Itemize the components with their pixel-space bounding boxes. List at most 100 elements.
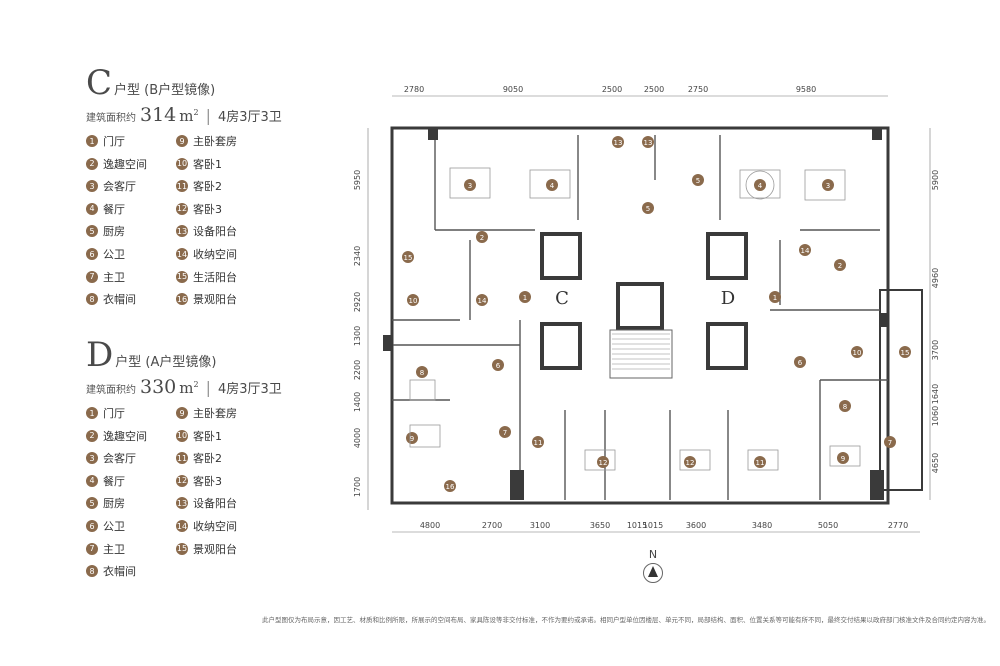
room-marker: [546, 179, 558, 191]
room-marker-number: 10: [853, 349, 862, 357]
column: [383, 335, 393, 351]
room-label: 会客厅: [103, 452, 136, 466]
room-number-badge: 7: [86, 270, 98, 283]
divider: |: [205, 106, 211, 125]
room-marker: [642, 202, 654, 214]
room-label: 门厅: [103, 407, 125, 420]
room-marker-number: 9: [410, 435, 414, 443]
dimension-label: 1700: [353, 477, 362, 497]
room-number-badge: 6: [86, 520, 98, 532]
room-label: 设备阳台: [193, 497, 237, 511]
room-label: 逸趣空间: [103, 429, 147, 443]
room-label: 设备阳台: [193, 225, 237, 239]
room-marker-number: 7: [888, 439, 892, 447]
furniture-outline: [449, 167, 491, 199]
room-label: 客卧2: [193, 180, 222, 194]
room-marker-number: 5: [696, 177, 700, 185]
dimension-label: 1400: [353, 392, 362, 412]
elevator-shaft: [540, 232, 582, 280]
room-marker: [492, 359, 504, 371]
room-number-badge: 9: [176, 407, 188, 419]
room-number-badge: 6: [86, 248, 98, 260]
unit-c-header: C 户型 (B户型镜像): [86, 66, 296, 100]
room-label: 收纳空间: [193, 248, 237, 261]
room-legend-item: 14 收纳空间: [176, 246, 237, 262]
room-label: 景观阳台: [193, 542, 237, 556]
room-number-badge: 13: [176, 497, 188, 510]
column: [879, 313, 889, 327]
room-marker-number: 8: [420, 369, 424, 377]
room-label: 厨房: [103, 497, 125, 511]
room-number-badge: 1: [86, 135, 98, 147]
room-marker-number: 6: [798, 359, 803, 367]
room-marker-number: 14: [478, 297, 487, 305]
room-marker: [769, 291, 781, 303]
furniture-outline: [747, 449, 779, 471]
north-indicator: N: [641, 548, 665, 583]
room-marker-number: 3: [468, 182, 472, 190]
room-number-badge: 7: [86, 542, 98, 555]
dimension-label: 2340: [353, 246, 362, 266]
room-marker-number: 4: [758, 182, 763, 190]
room-marker-number: 9: [841, 455, 845, 463]
room-number-badge: 14: [176, 520, 188, 532]
room-number-badge: 2: [86, 429, 98, 442]
room-marker: [851, 346, 863, 358]
room-number-badge: 8: [86, 293, 98, 306]
dimension-label: 9050: [503, 85, 523, 94]
unit-c-area-unit: m2: [179, 107, 199, 125]
furniture-outline: [679, 449, 711, 471]
room-marker: [464, 179, 476, 191]
room-number-badge: 11: [176, 180, 188, 193]
room-number-badge: 11: [176, 452, 188, 465]
room-legend-item: 11 客卧2: [176, 178, 222, 194]
unit-c-rooms-summary: 4房3厅3卫: [217, 110, 282, 125]
room-number-badge: 14: [176, 248, 188, 260]
furniture-outline: [739, 169, 781, 199]
unit-d-area-row: 建筑面积约 330 m2 | 4房3厅3卫: [86, 376, 296, 398]
room-label: 客卧1: [193, 157, 222, 171]
dimension-label: 4960: [931, 268, 940, 288]
room-marker-number: 7: [503, 429, 507, 437]
dimension-label: 3100: [530, 521, 550, 530]
furniture-outline: [409, 379, 436, 401]
room-label: 主卫: [103, 542, 125, 556]
room-label: 公卫: [103, 520, 125, 533]
room-number-badge: 10: [176, 157, 188, 170]
room-label: 衣帽间: [103, 565, 136, 579]
room-number-badge: 13: [176, 225, 188, 238]
room-number-badge: 10: [176, 429, 188, 442]
room-marker-number: 11: [534, 439, 543, 447]
dimension-label: 2500: [644, 85, 664, 94]
dimension-label: 2700: [482, 521, 502, 530]
room-label: 景观阳台: [193, 293, 237, 307]
dimension-label: 3480: [752, 521, 772, 530]
unit-d-plan-label: D: [721, 288, 735, 309]
furniture-outline: [584, 449, 616, 471]
north-letter: N: [648, 548, 658, 561]
disclaimer-text: 此户型图仅为布局示意，因工艺、材质和比例所限，所展示的空间布局、家具陈设等非交付…: [262, 616, 990, 624]
room-number-badge: 3: [86, 180, 98, 193]
elevator-shaft: [706, 232, 748, 280]
dimension-label: 1060: [931, 406, 940, 426]
room-marker-number: 16: [446, 483, 455, 491]
dimension-label: 2920: [353, 292, 362, 312]
room-marker: [794, 356, 806, 368]
room-legend-item: 13 设备阳台: [176, 223, 237, 239]
unit-c-name: 户型 (B户型镜像): [114, 83, 216, 98]
dimension-label: 4000: [353, 428, 362, 448]
